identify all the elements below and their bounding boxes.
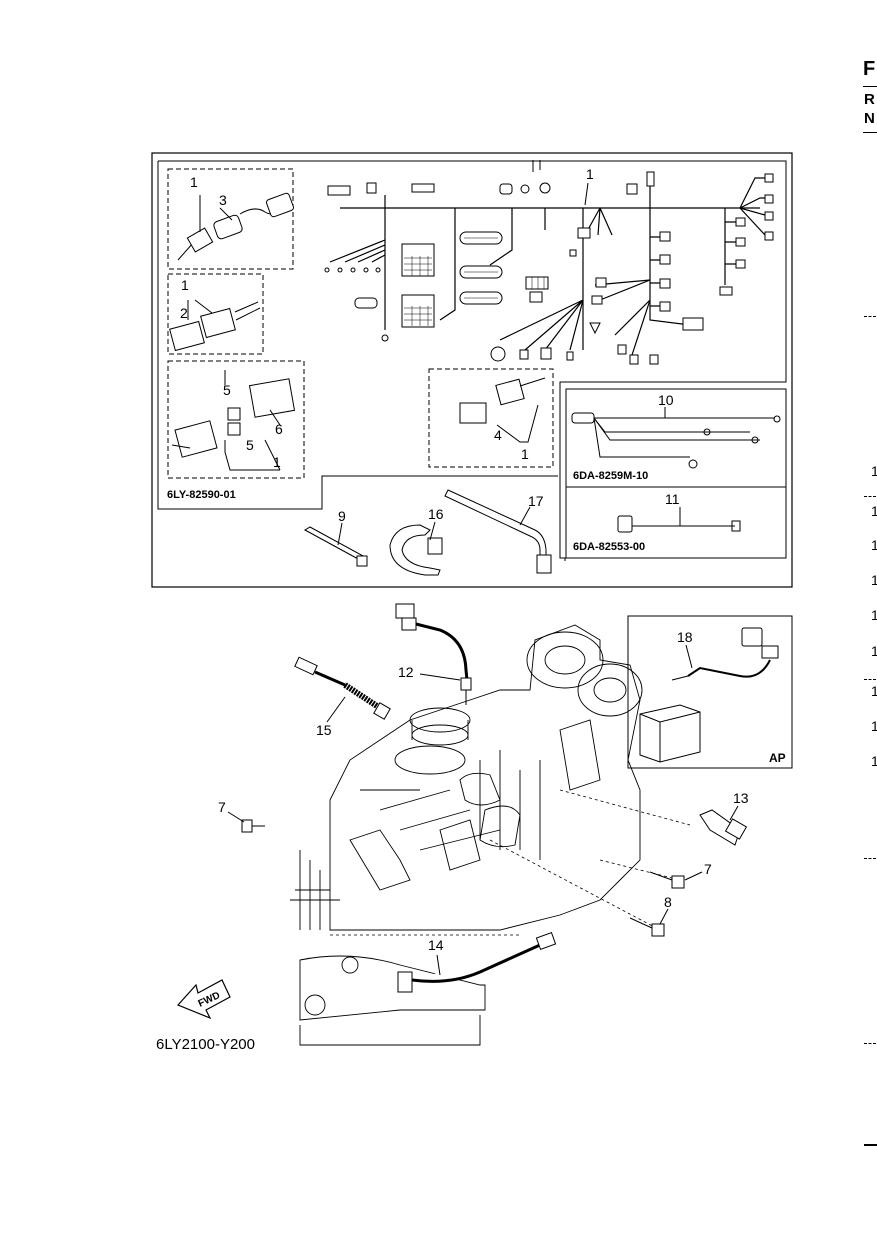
sensor-15 <box>294 656 391 720</box>
callout-1-box3: 1 <box>190 174 198 190</box>
clamp-16 <box>389 524 443 576</box>
box-11 <box>565 486 787 559</box>
margin-dash <box>864 1043 876 1044</box>
part-number-11: 6DA-82553-00 <box>573 541 646 553</box>
callout-1-box4: 1 <box>521 446 529 462</box>
ap-label: AP <box>769 751 786 765</box>
harness-connectors <box>324 171 774 365</box>
sensor-13 <box>699 809 748 846</box>
coupler-2 <box>169 301 261 352</box>
margin-number: 1 <box>871 503 877 519</box>
battery-sensor-18 <box>639 627 779 763</box>
margin-number: 1 <box>871 607 877 623</box>
header-letter-n: N <box>864 110 875 127</box>
margin-dash <box>864 316 876 317</box>
callout-6: 6 <box>275 421 283 437</box>
callout-3: 3 <box>219 192 227 208</box>
header-letter-f: F <box>863 58 876 80</box>
inner-outline <box>157 160 787 561</box>
callout-8: 8 <box>664 894 672 910</box>
margin-number: 1 <box>871 683 877 699</box>
bolt-8 <box>629 917 665 937</box>
part-number-main: 6LY-82590-01 <box>167 489 236 501</box>
wire-harness-kit-diagram <box>151 152 793 588</box>
header-rule-1 <box>863 86 877 87</box>
outer-frame <box>151 152 793 588</box>
cable-tie-9 <box>303 526 368 567</box>
callout-2: 2 <box>180 305 188 321</box>
coupler-3 <box>177 192 295 261</box>
margin-dash <box>864 858 876 859</box>
callout-4: 4 <box>494 427 502 443</box>
margin-number: 1 <box>871 643 877 659</box>
engine-diagram: FWD <box>176 603 793 1046</box>
callout-9: 9 <box>338 508 346 524</box>
cable-tie-17 <box>444 489 552 574</box>
callout-14: 14 <box>428 937 444 953</box>
callout-16: 16 <box>428 506 444 522</box>
subbox-4 <box>428 368 554 468</box>
callout-1-box2: 1 <box>181 277 189 293</box>
bolt-7-right <box>649 871 685 889</box>
margin-number: 1 <box>871 572 877 588</box>
margin-dash <box>864 679 876 680</box>
drawing-reference: 6LY2100-Y200 <box>156 1036 255 1053</box>
subbox-6 <box>167 360 305 479</box>
callout-15: 15 <box>316 722 332 738</box>
fwd-arrow-icon <box>176 979 231 1020</box>
callout-1-harness: 1 <box>586 166 594 182</box>
callout-5-upper: 5 <box>223 382 231 398</box>
temp-sensor-12 <box>395 603 472 705</box>
margin-number: 1 <box>871 463 877 479</box>
cable-14 <box>397 931 557 993</box>
callout-11: 11 <box>665 491 680 507</box>
header-rule-2 <box>863 132 877 133</box>
callout-17: 17 <box>528 493 544 509</box>
callout-13: 13 <box>733 790 749 806</box>
callout-7-left: 7 <box>218 799 226 815</box>
callout-12: 12 <box>398 664 414 680</box>
callout-7-right: 7 <box>704 861 712 877</box>
lead-10 <box>571 412 781 469</box>
engine-block-outline <box>329 624 641 931</box>
lead-11 <box>617 515 741 533</box>
coupler-4 <box>459 377 546 424</box>
margin-number: 1 <box>871 753 877 769</box>
callout-5-lower: 5 <box>246 437 254 453</box>
callout-1-box6: 1 <box>273 454 281 470</box>
margin-number: 1 <box>871 718 877 734</box>
margin-rule <box>864 1144 877 1146</box>
header-letter-r: R <box>864 91 875 108</box>
margin-number: 1 <box>871 537 877 553</box>
bolt-7-left <box>241 819 265 833</box>
subbox-3 <box>167 168 294 270</box>
ap-box <box>627 615 793 769</box>
part-number-10: 6DA-8259M-10 <box>573 470 649 482</box>
coupler-6 <box>171 378 296 458</box>
margin-dash <box>864 496 876 497</box>
callout-10: 10 <box>658 392 674 408</box>
harness-trunk <box>329 177 770 356</box>
callout-18: 18 <box>677 629 693 645</box>
